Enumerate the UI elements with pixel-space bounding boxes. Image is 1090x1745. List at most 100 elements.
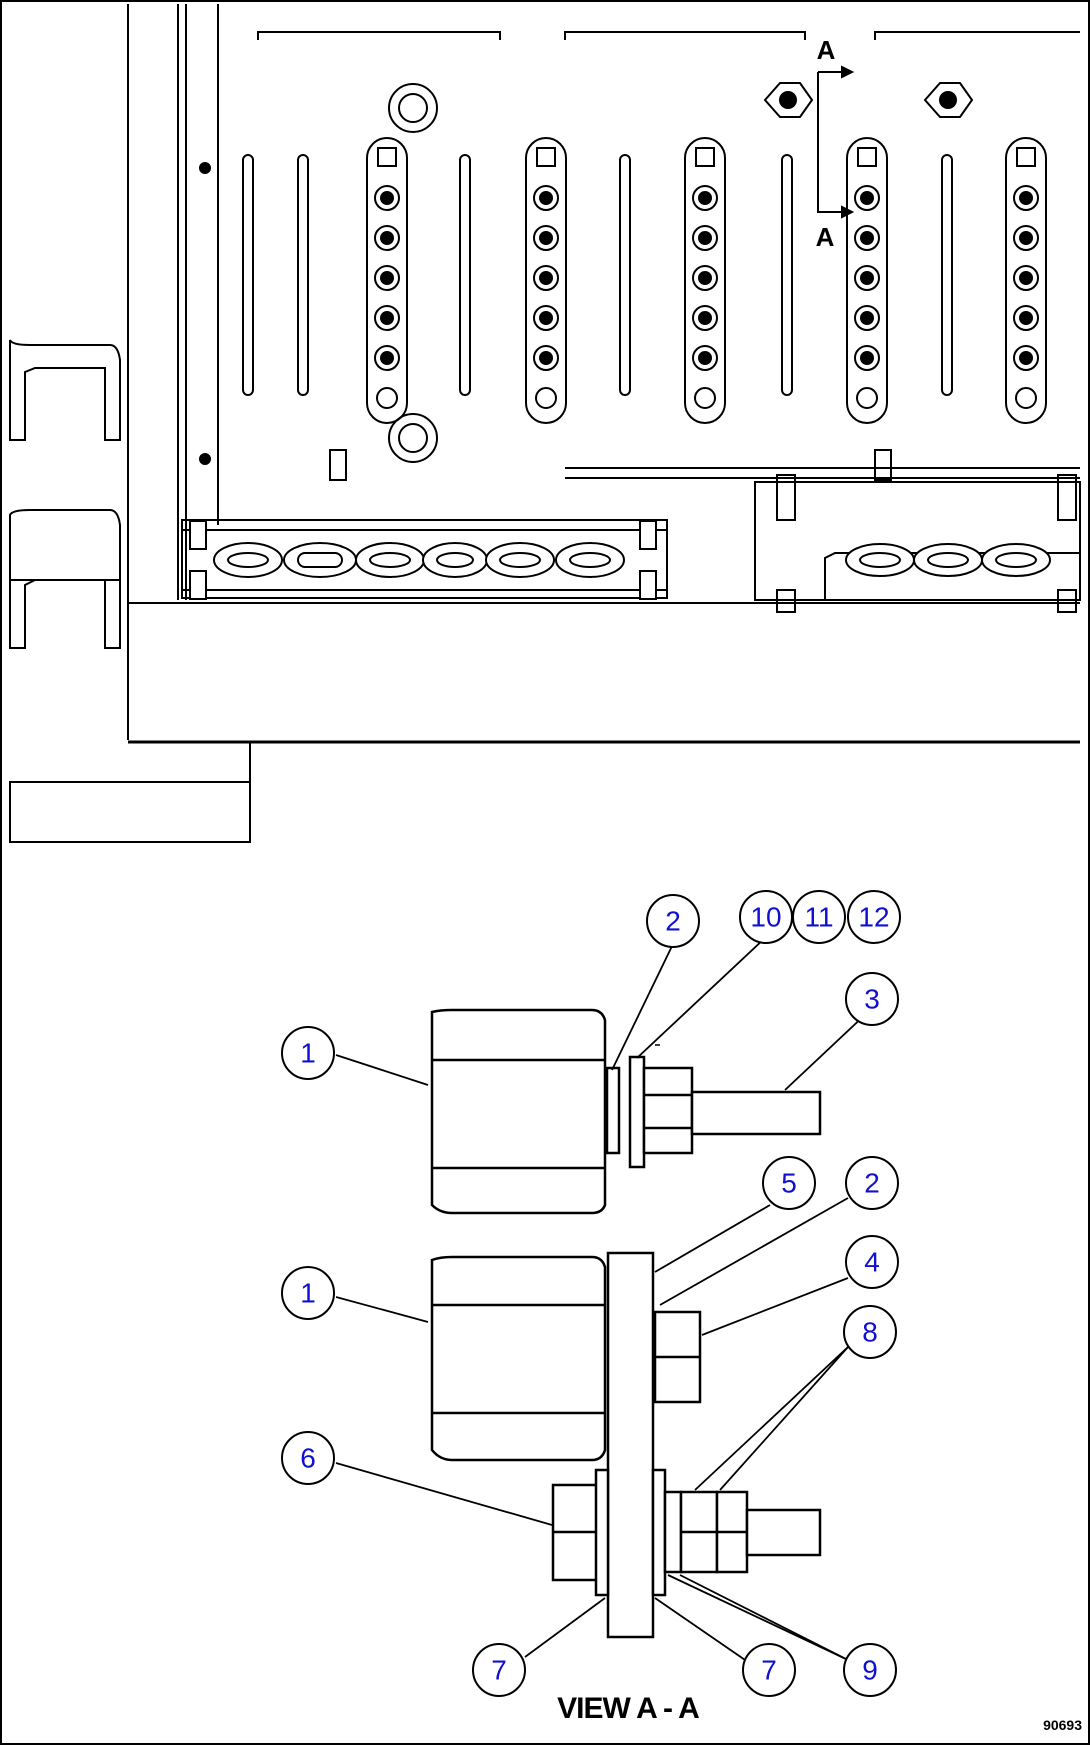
slot xyxy=(459,154,471,396)
bus-plate xyxy=(606,1251,655,1639)
terminal-stud-core xyxy=(860,311,874,325)
svg-text:3: 3 xyxy=(864,984,880,1015)
terminal-stud-core xyxy=(539,351,553,365)
terminal-hole xyxy=(694,387,716,409)
terminal-stud-core xyxy=(860,231,874,245)
terminal-strip xyxy=(525,137,567,424)
terminal-stud-core xyxy=(380,271,394,285)
section-marker-bottom: A xyxy=(816,222,835,252)
svg-text:10: 10 xyxy=(750,902,781,933)
slot xyxy=(781,154,793,396)
ring-hole xyxy=(436,552,474,568)
terminal-stud-core xyxy=(539,191,553,205)
terminal-stud-core xyxy=(539,271,553,285)
terminal-stud-core xyxy=(380,191,394,205)
callout-6: 6 xyxy=(281,1431,335,1485)
terminal-stud-core xyxy=(698,311,712,325)
section-arrow xyxy=(841,65,855,79)
svg-text:12: 12 xyxy=(858,902,889,933)
terminal-hole xyxy=(535,387,557,409)
hex-nut-large xyxy=(430,1255,607,1462)
hex-nut xyxy=(763,82,814,118)
bolt-shank xyxy=(745,1508,822,1557)
slot xyxy=(941,154,953,396)
sleeve xyxy=(642,1066,694,1155)
mounting-bar xyxy=(181,519,668,599)
callout-2: 2 xyxy=(646,894,700,948)
terminal-stud-core xyxy=(698,231,712,245)
callout-balloons: 1 2 10 11 12 3 1 5 2 4 8 6 7 7 9 xyxy=(281,890,901,1697)
hex-nut xyxy=(923,82,974,118)
terminal-stud-core xyxy=(539,231,553,245)
lock-washer xyxy=(628,1055,646,1169)
flat-washer xyxy=(594,1468,610,1597)
callout-7: 7 xyxy=(472,1643,526,1697)
ring-slot xyxy=(297,552,343,568)
terminal-stud-core xyxy=(1019,311,1033,325)
top-rail xyxy=(564,31,806,40)
terminal-stud-core xyxy=(1019,191,1033,205)
callout-5: 5 xyxy=(762,1156,816,1210)
slot xyxy=(297,154,309,396)
terminal-square xyxy=(536,147,556,167)
svg-text:8: 8 xyxy=(862,1317,878,1348)
terminal-stud-core xyxy=(698,191,712,205)
lock-washer xyxy=(663,1490,683,1574)
ring-hole xyxy=(927,552,969,568)
clip xyxy=(329,449,347,481)
rail-bolt xyxy=(199,162,211,174)
insulator-rings xyxy=(213,542,625,578)
terminal-square xyxy=(1016,147,1036,167)
view-a-a-detail xyxy=(430,1008,822,1639)
svg-text:5: 5 xyxy=(781,1168,797,1199)
callout-10: 10 xyxy=(739,890,793,944)
svg-text:11: 11 xyxy=(804,902,833,933)
rail-bolt xyxy=(199,453,211,465)
callout-2: 2 xyxy=(845,1156,899,1210)
ring-hole xyxy=(859,552,901,568)
callout-3: 3 xyxy=(845,972,899,1026)
svg-text:7: 7 xyxy=(761,1655,777,1686)
terminal-strip xyxy=(684,137,726,424)
svg-text:9: 9 xyxy=(862,1655,878,1686)
terminal-strip xyxy=(366,83,438,463)
terminal-hole xyxy=(856,387,878,409)
terminal-stud-core xyxy=(860,191,874,205)
standoff xyxy=(1057,589,1077,613)
terminal-strip xyxy=(1005,137,1047,424)
slot xyxy=(242,154,254,396)
svg-text:7: 7 xyxy=(491,1655,507,1686)
terminal-stud-core xyxy=(698,271,712,285)
terminal-strip xyxy=(846,137,888,424)
callout-1: 1 xyxy=(281,1026,335,1080)
svg-text:2: 2 xyxy=(665,906,681,937)
ring-hole xyxy=(227,552,269,568)
terminal-stud-core xyxy=(380,351,394,365)
figure-code: 90693 xyxy=(1043,1717,1082,1733)
bar-bolt xyxy=(189,520,207,550)
ring-hole xyxy=(369,552,411,568)
leader-lines xyxy=(335,937,869,1663)
bar-bolts xyxy=(189,520,657,600)
terminal-stud-core xyxy=(860,351,874,365)
view-caption: VIEW A - A xyxy=(557,1692,699,1725)
terminal-stud-core xyxy=(380,231,394,245)
terminal-square xyxy=(857,147,877,167)
callout-12: 12 xyxy=(847,890,901,944)
bar-bolt xyxy=(639,570,657,600)
ring-hole xyxy=(499,552,541,568)
svg-text:6: 6 xyxy=(300,1443,316,1474)
clip xyxy=(874,449,892,481)
terminal-square xyxy=(377,147,397,167)
svg-text:1: 1 xyxy=(300,1278,316,1309)
callout-7: 7 xyxy=(742,1643,796,1697)
callout-4: 4 xyxy=(845,1235,899,1289)
terminal-stud-core xyxy=(380,311,394,325)
svg-text:4: 4 xyxy=(864,1247,880,1278)
top-rail xyxy=(874,31,1080,40)
standoff xyxy=(776,474,796,521)
section-line xyxy=(817,72,842,213)
terminal-square xyxy=(695,147,715,167)
